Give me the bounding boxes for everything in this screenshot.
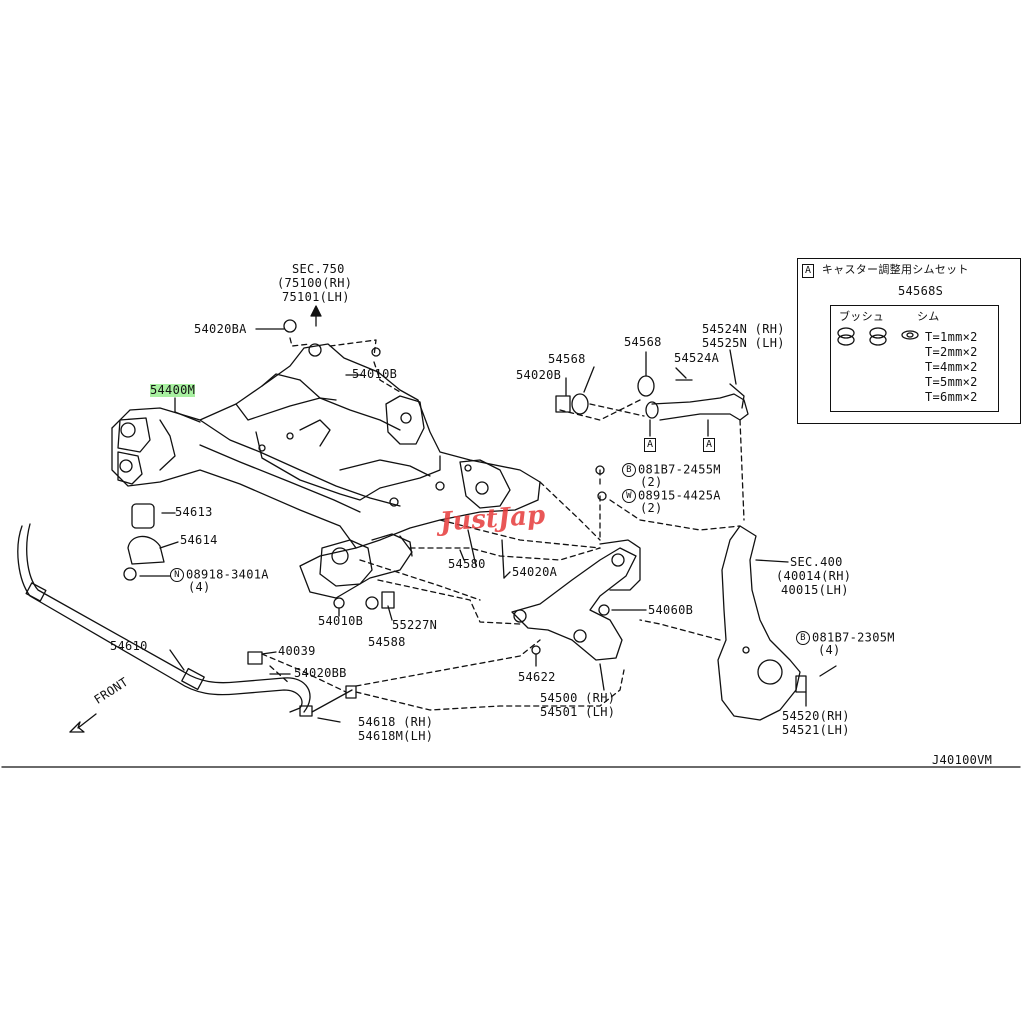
label-08918-qty: (4)	[188, 580, 211, 594]
inset-heading: A キャスター調整用シムセット	[802, 263, 969, 278]
label-54020b: 54020B	[516, 368, 562, 382]
label-54524a: 54524A	[674, 351, 720, 365]
label-54500-rh: 54500 (RH)	[540, 691, 616, 705]
n-marker: N	[170, 568, 184, 582]
label-40015: 40015(LH)	[781, 583, 849, 597]
label-40039: 40039	[278, 644, 316, 658]
inset-shim-2: T=2mm×2	[925, 345, 978, 359]
inset-shim-3: T=4mm×2	[925, 360, 978, 374]
w-marker: W	[622, 489, 636, 503]
label-54501-lh: 54501 (LH)	[540, 705, 616, 719]
label-54610: 54610	[110, 639, 148, 653]
label-75101: 75101(LH)	[282, 290, 350, 304]
label-75100: (75100(RH)	[277, 276, 353, 290]
inset-col-bush: ブッシュ	[839, 310, 885, 323]
inset-part-number: 54568S	[898, 284, 944, 298]
label-54524n-rh: 54524N (RH)	[702, 322, 785, 336]
marker-a-left: A	[644, 437, 657, 452]
label-54588: 54588	[368, 635, 406, 649]
inset-shim-icons	[837, 327, 919, 346]
label-54020a: 54020A	[512, 565, 558, 579]
label-54525n-lh: 54525N (LH)	[702, 336, 785, 350]
inset-col-shim: シム	[917, 310, 940, 323]
label-08915-qty: (2)	[640, 501, 663, 515]
b-marker: B	[622, 463, 636, 477]
label-54618-rh: 54618 (RH)	[358, 715, 434, 729]
stabilizer-link-drawing	[247, 651, 357, 717]
leader-lines	[139, 328, 837, 723]
b-marker-2: B	[796, 631, 810, 645]
inset-marker: A	[802, 264, 815, 278]
label-54010b-bottom: 54010B	[318, 614, 364, 628]
label-54020bb: 54020BB	[294, 666, 347, 680]
label-40014: (40014(RH)	[776, 569, 852, 583]
label-54060b: 54060B	[648, 603, 694, 617]
dashed-connectors	[261, 337, 745, 711]
marker-a-right: A	[703, 437, 716, 452]
label-sec750: SEC.750	[292, 262, 345, 276]
stabilizer-bar-drawing	[17, 523, 311, 713]
knuckle-drawing	[717, 525, 807, 721]
upper-arm-drawing	[555, 375, 749, 437]
label-54400m: 54400M	[150, 383, 196, 397]
lower-arm-drawing	[467, 465, 641, 661]
label-sec400: SEC.400	[790, 555, 843, 569]
label-54622: 54622	[518, 670, 556, 684]
inset-shim-4: T=5mm×2	[925, 375, 978, 389]
label-55227n: 55227N	[392, 618, 438, 632]
label-2305m-qty: (4)	[818, 643, 841, 657]
label-54568-left: 54568	[548, 352, 586, 366]
label-54580: 54580	[448, 557, 486, 571]
diagram-code: J40100VM	[932, 753, 993, 767]
label-54010b-top: 54010B	[352, 367, 398, 381]
label-54613: 54613	[175, 505, 213, 519]
inset-shim-5: T=6mm×2	[925, 390, 978, 404]
label-54020ba: 54020BA	[194, 322, 247, 336]
label-54568-mid: 54568	[624, 335, 662, 349]
label-54618m-lh: 54618M(LH)	[358, 729, 434, 743]
subframe-drawing	[111, 343, 541, 599]
label-54614: 54614	[180, 533, 218, 547]
label-54520-rh: 54520(RH)	[782, 709, 850, 723]
front-arrow-icon	[69, 713, 97, 733]
inset-shim-1: T=1mm×2	[925, 330, 978, 344]
label-2455m-qty: (2)	[640, 475, 663, 489]
inset-table: ブッシュ シム T=1mm×2 T=2mm×2 T=4mm×2 T=5mm×2 …	[830, 305, 999, 412]
shim-set-inset: A キャスター調整用シムセット 54568S ブッシュ シム T=1mm×2 T…	[797, 258, 1021, 424]
bushing-clamp-drawing	[123, 319, 395, 610]
label-54521-lh: 54521(LH)	[782, 723, 850, 737]
inset-title: キャスター調整用シムセット	[821, 263, 969, 276]
